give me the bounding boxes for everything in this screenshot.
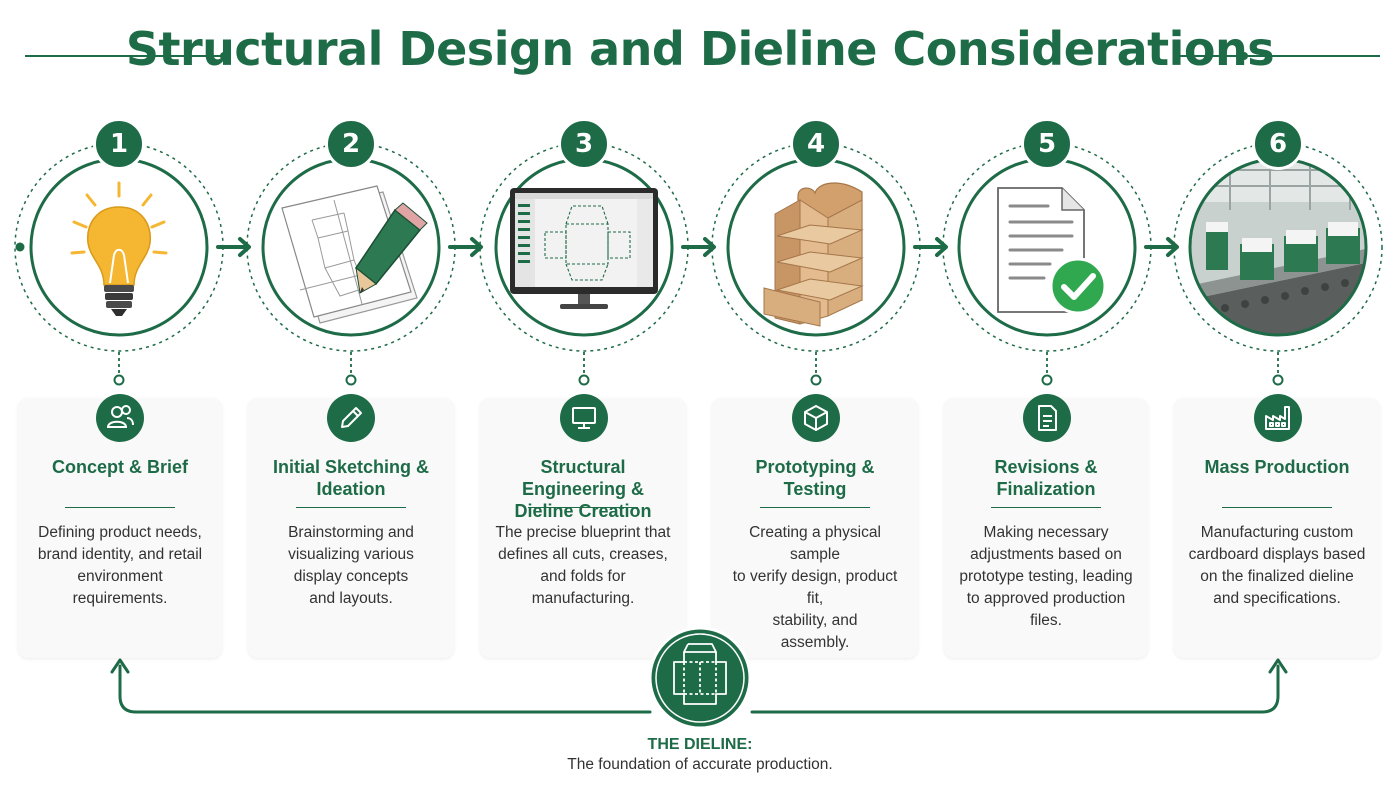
factory-icon	[1254, 394, 1302, 442]
dieline-feedback-loop	[110, 658, 1288, 714]
pencil-icon	[327, 394, 375, 442]
card-divider	[1222, 507, 1332, 508]
card-divider	[760, 507, 870, 508]
card-divider	[296, 507, 406, 508]
step-title-3: Structural Engineering &Dieline Creation	[514, 457, 652, 521]
step-circle-3	[479, 142, 689, 352]
page-title: Structural Design and Dieline Considerat…	[125, 22, 1275, 76]
step-card-2: Initial Sketching &Ideation Brainstormin…	[248, 394, 454, 658]
monitor-dieline-icon	[510, 188, 658, 309]
users-icon	[96, 394, 144, 442]
step-title-5: Revisions &Finalization	[994, 457, 1098, 499]
step-card-1: Concept & Brief Defining product needs,b…	[18, 394, 222, 658]
dieline-emblem-icon	[648, 626, 752, 730]
step-number-3: 3	[558, 118, 610, 170]
step-circle-4	[711, 142, 921, 352]
step-connectors	[113, 352, 1284, 386]
approved-document-icon	[997, 187, 1107, 315]
step-title-2: Initial Sketching &Ideation	[272, 457, 430, 499]
step-number-6: 6	[1252, 118, 1304, 170]
monitor-icon	[560, 394, 608, 442]
step-circle-6	[1173, 142, 1383, 352]
document-icon	[1023, 394, 1071, 442]
footer-subtitle: The foundation of accurate production.	[567, 756, 833, 773]
cardboard-shelf-icon	[763, 182, 864, 327]
card-divider	[65, 507, 175, 508]
footer-title: THE DIELINE:	[647, 736, 753, 753]
step-circle-5	[942, 142, 1152, 352]
step-number-5: 5	[1021, 118, 1073, 170]
step-number-1: 1	[93, 118, 145, 170]
card-divider	[528, 507, 638, 508]
sketch-pencil-icon	[281, 185, 428, 324]
step-card-3: Structural Engineering &Dieline Creation…	[480, 394, 686, 658]
step-title-6: Mass Production	[1204, 457, 1350, 477]
cube-icon	[792, 394, 840, 442]
step-number-2: 2	[325, 118, 377, 170]
step-title-4: Prototyping &Testing	[755, 457, 875, 499]
card-divider	[991, 507, 1101, 508]
step-card-5: Revisions &Finalization Making necessary…	[944, 394, 1148, 658]
step-title-1: Concept & Brief	[51, 457, 188, 477]
timeline-start-dot	[15, 242, 25, 252]
step-circle-2	[246, 142, 456, 352]
step-circle-1	[14, 142, 224, 352]
step-card-4: Prototyping &Testing Creating a physical…	[712, 394, 918, 658]
title-decoration	[25, 52, 1380, 60]
lightbulb-icon	[70, 181, 168, 316]
step-desc-1: Defining product needs,brand identity, a…	[37, 524, 203, 607]
step-number-4: 4	[790, 118, 842, 170]
